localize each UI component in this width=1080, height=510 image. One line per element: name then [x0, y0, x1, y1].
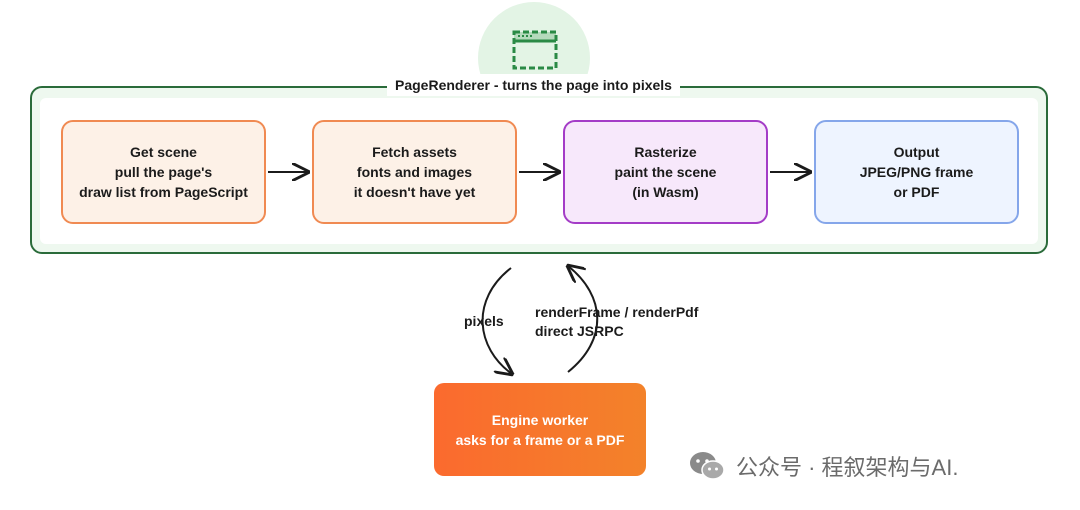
browser-window-icon: [512, 30, 558, 70]
pixels-label: pixels: [464, 313, 504, 329]
step-title: Get scene: [130, 144, 197, 160]
step-output: Output JPEG/PNG frame or PDF: [814, 120, 1019, 224]
step-line: it doesn't have yet: [353, 184, 476, 200]
watermark: 公众号 · 程叙架构与AI.: [688, 448, 958, 484]
step-title: Rasterize: [634, 144, 697, 160]
step-get-scene: Get scene pull the page's draw list from…: [61, 120, 266, 224]
step-line: pull the page's: [114, 164, 213, 180]
step-rasterize: Rasterize paint the scene (in Wasm): [563, 120, 768, 224]
step-line: or PDF: [893, 184, 940, 200]
step-fetch-assets: Fetch assets fonts and images it doesn't…: [312, 120, 517, 224]
jsrpc-label: direct JSRPC: [535, 323, 624, 339]
step-line: paint the scene: [614, 164, 717, 180]
step-title: Output: [893, 144, 940, 160]
engine-subtitle: asks for a frame or a PDF: [455, 431, 625, 448]
container-title: PageRenderer - turns the page into pixel…: [387, 74, 680, 96]
step-line: fonts and images: [356, 164, 473, 180]
render-call-label: renderFrame / renderPdf: [535, 304, 699, 320]
step-line: JPEG/PNG frame: [859, 164, 974, 180]
engine-worker-box: Engine worker asks for a frame or a PDF: [434, 383, 646, 476]
step-line: draw list from PageScript: [79, 184, 248, 200]
step-title: Fetch assets: [372, 144, 457, 160]
step-line: (in Wasm): [632, 184, 699, 200]
wechat-icon: [690, 452, 725, 480]
engine-title: Engine worker: [491, 411, 589, 428]
watermark-text: 公众号 · 程叙架构与AI.: [736, 455, 959, 480]
